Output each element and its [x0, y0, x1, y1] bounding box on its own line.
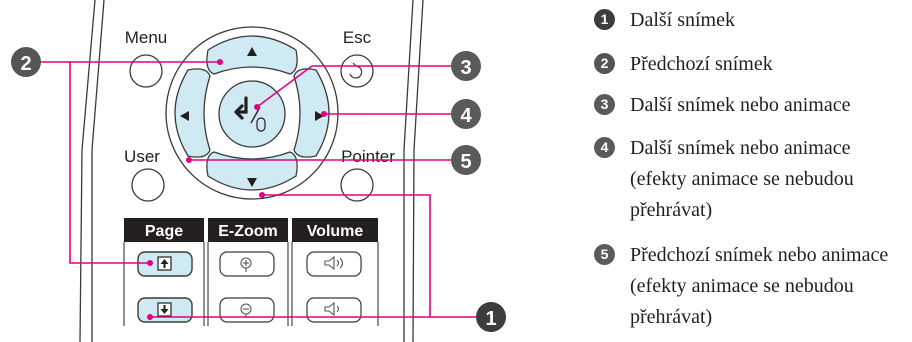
legend-label-5-line1: Předchozí snímek nebo animace	[630, 244, 889, 266]
menu-label: Menu	[125, 28, 168, 47]
legend-label-5-line2: (efekty animace se nebudou	[630, 275, 854, 297]
legend: 1 Další snímek 2 Předchozí snímek 3 Dalš…	[594, 0, 912, 342]
volume-up-button[interactable]	[306, 251, 362, 277]
zoom-out-button[interactable]	[219, 297, 275, 323]
menu-button[interactable]	[129, 54, 163, 88]
esc-label: Esc	[343, 28, 372, 47]
callout-lines	[41, 61, 476, 318]
callout-badge-2: 2	[11, 47, 41, 77]
left-button[interactable]	[174, 68, 211, 158]
enter-button[interactable]	[218, 80, 286, 148]
mouse-icon	[256, 117, 266, 132]
legend-label-2: Předchozí snímek	[630, 53, 773, 75]
legend-label-1: Další snímek	[630, 9, 735, 31]
pointer-label: Pointer	[341, 147, 395, 166]
volume-up-icon	[324, 255, 344, 271]
user-button[interactable]	[131, 168, 165, 202]
page-down-button[interactable]	[137, 297, 193, 323]
callout-badge-1: 1	[476, 302, 506, 332]
legend-badge-4: 4	[594, 137, 615, 158]
legend-badge-3: 3	[594, 94, 615, 115]
up-arrow-icon	[247, 47, 257, 56]
volume-down-icon	[324, 301, 340, 317]
volume-group-label: Volume	[307, 223, 364, 240]
remote-body	[79, 0, 424, 342]
down-arrow-icon	[247, 178, 257, 187]
callout-badge-4: 4	[451, 99, 481, 129]
zoom-out-icon	[240, 303, 252, 318]
right-button[interactable]	[293, 68, 330, 158]
page-group-label: Page	[145, 223, 183, 240]
pointer-button[interactable]	[340, 168, 374, 202]
svg-text:1: 1	[485, 308, 496, 330]
ezoom-group-label: E-Zoom	[218, 223, 278, 240]
esc-button[interactable]	[340, 54, 374, 88]
enter-arrow-icon	[234, 96, 248, 120]
volume-group: Volume	[292, 218, 378, 242]
page-group: Page	[124, 218, 204, 242]
legend-label-5-line3: přehrávat)	[630, 306, 713, 328]
page-down-icon	[160, 305, 169, 314]
legend-badge-1: 1	[594, 9, 615, 30]
zoom-in-icon	[240, 257, 252, 272]
remote-diagram: Menu Esc User Pointer	[11, 0, 506, 342]
svg-text:3: 3	[460, 57, 471, 79]
page-up-button[interactable]	[137, 251, 193, 277]
volume-down-button[interactable]	[306, 297, 362, 323]
legend-label-4-line3: přehrávat)	[630, 199, 713, 221]
direction-pad	[165, 26, 339, 200]
svg-text:4: 4	[460, 105, 472, 127]
right-arrow-icon	[315, 111, 324, 121]
zoom-in-button[interactable]	[219, 251, 275, 277]
svg-text:2: 2	[20, 53, 31, 75]
callout-badge-3: 3	[451, 51, 481, 81]
left-arrow-icon	[180, 111, 189, 121]
legend-badge-2: 2	[594, 53, 615, 74]
callout-badge-5: 5	[451, 145, 481, 175]
page-up-icon	[160, 259, 169, 268]
user-label: User	[124, 147, 160, 166]
svg-text:5: 5	[460, 151, 471, 173]
ezoom-group: E-Zoom	[208, 218, 288, 242]
down-button[interactable]	[206, 151, 298, 191]
legend-badge-5: 5	[594, 244, 615, 265]
legend-label-4-line1: Další snímek nebo animace	[630, 137, 851, 159]
legend-label-3: Další snímek nebo animace	[630, 94, 851, 116]
legend-label-4-line2: (efekty animace se nebudou	[630, 168, 854, 190]
